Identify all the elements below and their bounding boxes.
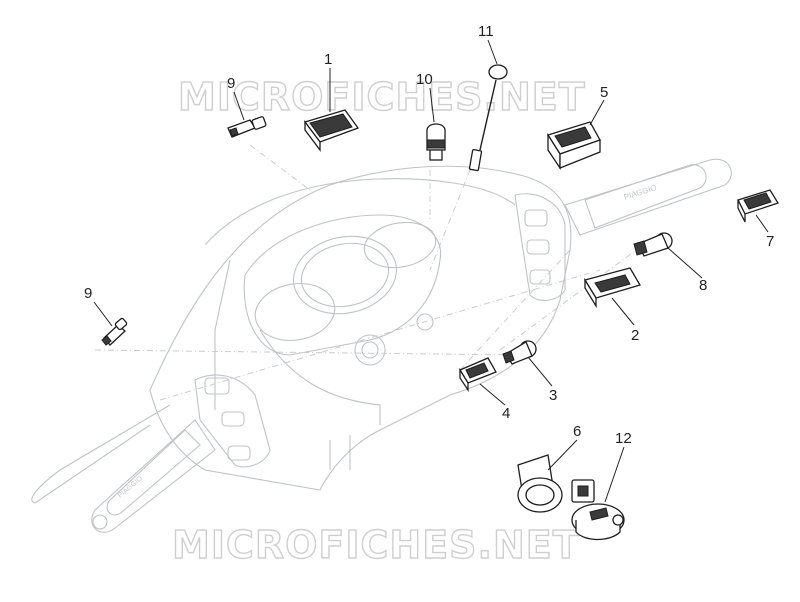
leader-12: [604, 446, 625, 503]
part-1-switch[interactable]: [303, 109, 360, 152]
leader-10: [429, 87, 435, 123]
part-7-switch[interactable]: [737, 189, 779, 223]
leader-9-top: [233, 91, 245, 121]
callout-2: 2: [631, 327, 639, 344]
part-11-sensor-cable[interactable]: [468, 64, 508, 172]
callout-9-top: 9: [227, 75, 235, 92]
part-5-switch-block[interactable]: [546, 121, 601, 171]
callout-9-left: 9: [84, 285, 92, 302]
callout-7: 7: [766, 233, 774, 250]
callout-5: 5: [600, 84, 608, 101]
watermark-top: MICROFICHES.NET: [178, 75, 586, 119]
callout-8: 8: [699, 277, 707, 294]
watermark-bottom: MICROFICHES.NET: [172, 523, 580, 567]
part-9-bulb-holder-top[interactable]: [227, 116, 267, 138]
part-3-push-button[interactable]: [502, 340, 537, 365]
leader-7: [755, 214, 769, 233]
handlebar-assembly-outline: PIAGGIO PIAGGIO: [31, 144, 732, 533]
right-grip-outline: PIAGGIO: [564, 158, 732, 236]
leader-9-left: [93, 301, 113, 327]
leader-4: [479, 383, 506, 406]
part-9-bulb-holder-left[interactable]: [101, 317, 128, 346]
callout-10: 10: [416, 71, 433, 88]
part-10-indicator-lamp[interactable]: [426, 123, 446, 161]
callout-12: 12: [615, 430, 632, 447]
leader-11: [487, 39, 498, 65]
callout-1: 1: [324, 51, 332, 68]
instrument-cluster-outline: [243, 214, 442, 366]
part-4-switch[interactable]: [459, 357, 497, 393]
leader-3: [527, 356, 553, 387]
part-8-push-button[interactable]: [633, 232, 673, 257]
part-2-switch-frame[interactable]: [583, 267, 641, 309]
callout-3: 3: [549, 387, 557, 404]
leader-2: [611, 297, 635, 326]
callout-11: 11: [478, 23, 494, 40]
callout-6: 6: [573, 423, 581, 440]
leader-5: [589, 99, 605, 126]
part-6-ignition-cover[interactable]: [517, 454, 563, 513]
part-12-ignition-switch[interactable]: [571, 479, 625, 541]
leader-8: [667, 247, 703, 279]
left-grip-outline: PIAGGIO: [31, 404, 216, 533]
leader-6: [547, 439, 578, 471]
callout-4: 4: [502, 405, 510, 422]
